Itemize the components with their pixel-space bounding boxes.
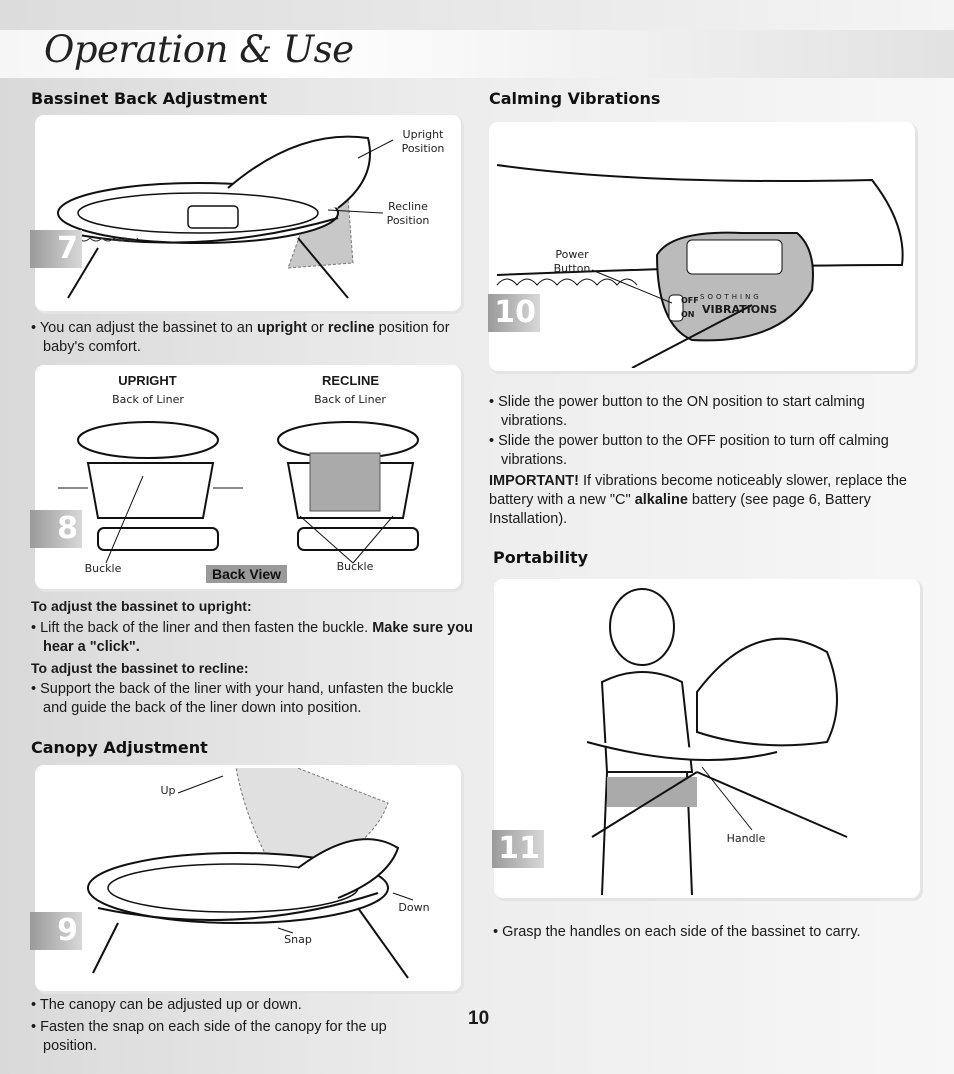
callout-upright-position: Upright Position (401, 128, 445, 155)
page-title: Operation & Use (44, 28, 354, 71)
label-down: Down (398, 901, 430, 914)
label-upright-back-of-liner: Back of Liner (112, 393, 184, 406)
page-number: 10 (468, 1008, 490, 1029)
label-snap: Snap (284, 933, 312, 946)
bullet-power-off: Slide the power button to the OFF positi… (489, 432, 931, 470)
carrying-bassinet-illustration (586, 588, 848, 895)
label-off: OFF (681, 296, 699, 305)
illustration-portability: Handle (497, 582, 917, 895)
bullet-canopy-snap: Fasten the snap on each side of the cano… (31, 1018, 423, 1056)
label-buckle-left: Buckle (84, 562, 122, 575)
vibration-unit-illustration (496, 164, 904, 368)
bullet-adjust-upright: Lift the back of the liner and then fast… (31, 619, 478, 657)
callout-recline-position: Recline Position (386, 200, 430, 227)
bullet-grasp-handles: Grasp the handles on each side of the ba… (493, 923, 935, 942)
label-handle: Handle (726, 832, 766, 845)
label-on: ON (681, 310, 695, 319)
label-recline-back-of-liner: Back of Liner (314, 393, 386, 406)
illustration-back-view: UPRIGHT Back of Liner RECLINE Back of Li… (38, 368, 458, 586)
label-soothing: SOOTHING (700, 293, 762, 301)
title-bar (0, 30, 954, 78)
bullet-power-on: Slide the power button to the ON positio… (489, 393, 931, 431)
illustration-bassinet-back: Upright Position Recline Position (38, 118, 458, 308)
section-heading-bassinet-back: Bassinet Back Adjustment (31, 89, 268, 108)
section-heading-canopy: Canopy Adjustment (31, 738, 208, 757)
label-upright: UPRIGHT (118, 373, 177, 388)
section-heading-portability: Portability (493, 548, 589, 567)
section-heading-calming: Calming Vibrations (489, 89, 661, 108)
label-up: Up (160, 784, 176, 797)
label-power-button: Power Button (553, 248, 591, 275)
step-number-11: 11 (492, 830, 544, 868)
bullet-upright-recline: You can adjust the bassinet to an uprigh… (31, 319, 478, 357)
illustration-canopy: Up Down Snap (38, 768, 458, 988)
important-note: IMPORTANT! If vibrations become noticeab… (489, 473, 907, 527)
top-band (0, 0, 954, 30)
back-view-illustration (58, 421, 419, 564)
canopy-illustration (87, 768, 414, 979)
illustration-calming: Power Button OFF ON SOOTHING VIBRATIONS (492, 125, 912, 368)
bullet-canopy-up-down: The canopy can be adjusted up or down. (31, 996, 463, 1015)
step-number-7: 7 (30, 230, 82, 268)
step-number-10: 10 (488, 294, 540, 332)
bassinet-side-illustration (57, 135, 394, 299)
step-number-8: 8 (30, 510, 82, 548)
label-vibrations: VIBRATIONS (702, 303, 778, 316)
label-buckle-right: Buckle (336, 560, 374, 573)
heading-adjust-recline: To adjust the bassinet to recline: (31, 660, 249, 676)
heading-adjust-upright: To adjust the bassinet to upright: (31, 598, 252, 614)
label-recline: RECLINE (321, 373, 380, 388)
back-view-label: Back View (206, 565, 288, 583)
bullet-adjust-recline: Support the back of the liner with your … (31, 680, 478, 718)
step-number-9: 9 (30, 912, 82, 950)
